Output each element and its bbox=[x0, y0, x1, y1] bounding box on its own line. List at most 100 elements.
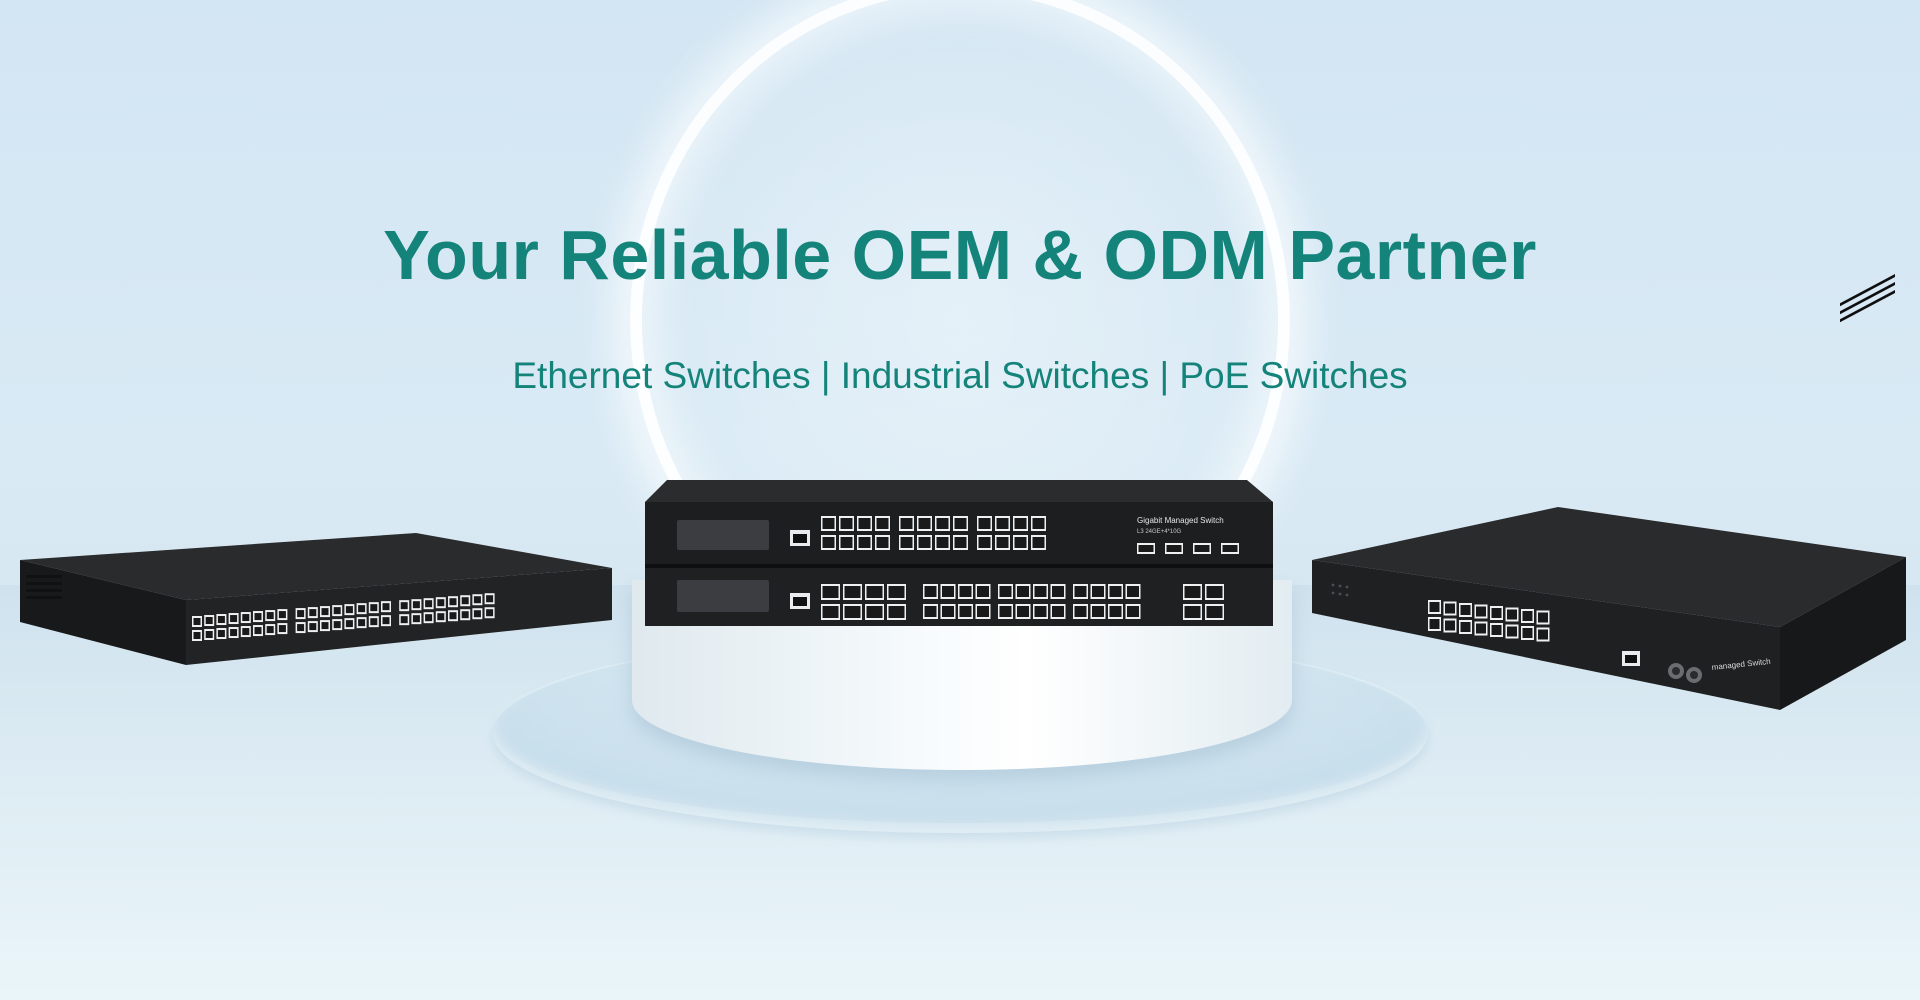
port-opening bbox=[1429, 602, 1440, 612]
port-opening bbox=[1127, 586, 1139, 597]
port-opening bbox=[918, 537, 931, 548]
port-opening bbox=[942, 586, 954, 597]
port-opening bbox=[473, 596, 481, 604]
port-opening bbox=[461, 611, 469, 619]
port-opening bbox=[461, 597, 469, 605]
port-opening bbox=[449, 598, 457, 606]
center-sfp-ports bbox=[1137, 543, 1239, 554]
port-opening bbox=[333, 607, 341, 615]
port-opening bbox=[266, 626, 274, 634]
port-opening bbox=[230, 629, 238, 637]
port-opening bbox=[1032, 537, 1045, 548]
port-opening bbox=[840, 537, 853, 548]
port-opening bbox=[358, 619, 366, 627]
port-opening bbox=[254, 613, 262, 621]
port-opening bbox=[297, 624, 305, 632]
right-ethernet-ports bbox=[1428, 600, 1550, 642]
port-opening bbox=[1138, 545, 1154, 552]
port-opening bbox=[486, 609, 494, 617]
center-led-panel bbox=[677, 520, 769, 612]
port-opening bbox=[1017, 586, 1029, 597]
port-opening bbox=[486, 595, 494, 603]
port-opening bbox=[193, 632, 201, 639]
port-opening bbox=[1491, 625, 1502, 635]
port-opening bbox=[844, 586, 861, 598]
port-opening bbox=[425, 614, 433, 622]
port-opening bbox=[449, 612, 457, 620]
port-opening bbox=[230, 615, 238, 623]
port-opening bbox=[1445, 620, 1455, 631]
port-opening bbox=[866, 606, 883, 618]
port-opening bbox=[1092, 606, 1104, 617]
port-opening bbox=[1460, 605, 1471, 615]
port-opening bbox=[1206, 606, 1223, 618]
port-opening bbox=[1507, 626, 1517, 637]
port-opening bbox=[924, 606, 937, 617]
center-top-ethernet-ports bbox=[821, 516, 1046, 550]
port-opening bbox=[382, 617, 390, 625]
port-opening bbox=[942, 606, 954, 617]
port-opening bbox=[888, 586, 905, 598]
port-opening bbox=[1222, 545, 1238, 552]
port-opening bbox=[205, 631, 213, 639]
port-opening bbox=[1052, 606, 1064, 617]
left-vent-icon bbox=[26, 575, 62, 599]
port-opening bbox=[959, 586, 972, 597]
port-opening bbox=[1206, 586, 1223, 598]
port-opening bbox=[1522, 628, 1533, 638]
port-opening bbox=[924, 586, 937, 597]
port-opening bbox=[309, 609, 317, 617]
port-opening bbox=[844, 606, 861, 618]
port-opening bbox=[1074, 586, 1087, 597]
port-opening bbox=[309, 623, 317, 631]
port-opening bbox=[242, 628, 250, 636]
port-opening bbox=[333, 621, 341, 629]
port-opening bbox=[822, 518, 835, 529]
port-opening bbox=[999, 606, 1012, 617]
port-opening bbox=[1538, 612, 1548, 623]
port-opening bbox=[1032, 518, 1045, 529]
port-opening bbox=[1109, 606, 1122, 617]
port-opening bbox=[876, 518, 889, 529]
port-opening bbox=[936, 537, 949, 548]
port-opening bbox=[254, 627, 262, 635]
right-16-port-switch-image: managed Switch bbox=[1312, 273, 1906, 710]
port-opening bbox=[866, 586, 883, 598]
port-opening bbox=[1017, 606, 1029, 617]
port-opening bbox=[1014, 537, 1027, 548]
left-48-port-switch-image bbox=[20, 533, 612, 665]
port-opening bbox=[977, 606, 989, 617]
port-opening bbox=[1460, 622, 1471, 632]
port-opening bbox=[425, 600, 433, 608]
port-opening bbox=[1476, 606, 1486, 617]
port-opening bbox=[370, 618, 378, 626]
port-opening bbox=[996, 537, 1009, 548]
port-opening bbox=[978, 518, 991, 529]
port-opening bbox=[1507, 609, 1517, 620]
port-opening bbox=[400, 616, 408, 624]
port-opening bbox=[473, 610, 481, 618]
center-bottom-ports bbox=[821, 584, 1224, 620]
port-opening bbox=[321, 622, 329, 630]
port-opening bbox=[1491, 608, 1502, 618]
port-opening bbox=[840, 518, 853, 529]
port-opening bbox=[858, 537, 871, 548]
port-opening bbox=[217, 630, 225, 638]
port-opening bbox=[822, 606, 839, 618]
console-port-icon bbox=[790, 530, 810, 609]
port-opening bbox=[858, 518, 871, 529]
port-opening bbox=[900, 518, 913, 529]
port-opening bbox=[382, 603, 390, 611]
port-opening bbox=[1184, 606, 1201, 618]
port-opening bbox=[412, 615, 420, 623]
port-opening bbox=[900, 537, 913, 548]
port-opening bbox=[1074, 606, 1087, 617]
port-opening bbox=[888, 606, 905, 618]
port-opening bbox=[1127, 606, 1139, 617]
port-opening bbox=[370, 604, 378, 612]
port-opening bbox=[876, 537, 889, 548]
port-opening bbox=[321, 608, 329, 616]
port-opening bbox=[954, 537, 967, 548]
port-opening bbox=[358, 605, 366, 613]
port-opening bbox=[345, 620, 353, 628]
